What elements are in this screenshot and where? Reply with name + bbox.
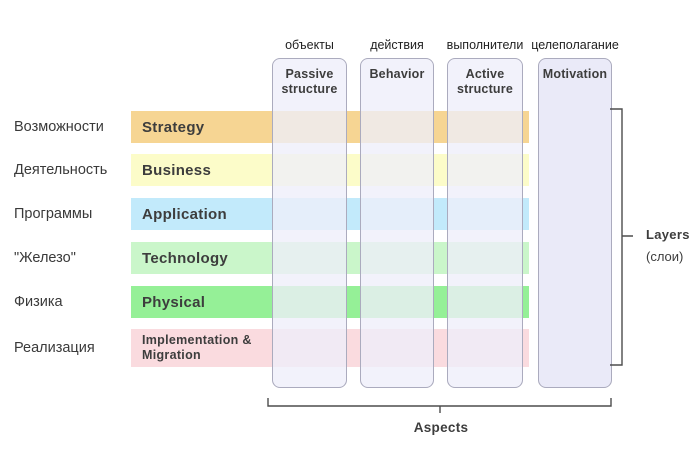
column-annotation-motivation: целеполагание (531, 38, 619, 52)
layer-label-strategy: Strategy (142, 118, 205, 136)
layer-annotation-application: Программы (14, 206, 93, 222)
aspect-column-passive-structure: Passive structure (272, 58, 347, 388)
column-annotation-behavior: действия (370, 38, 424, 52)
layers-bracket-label: Layers (слои) (646, 224, 690, 268)
aspect-title-motivation: Motivation (542, 67, 608, 81)
layer-label-technology: Technology (142, 249, 229, 267)
aspect-title-active-structure: Active structure (457, 67, 513, 96)
layer-label-physical: Physical (142, 293, 206, 311)
layer-label-business: Business (142, 161, 212, 179)
aspect-title-behavior: Behavior (369, 67, 425, 81)
layer-annotation-business: Деятельность (14, 162, 108, 178)
aspect-title-passive-structure: Passive structure (281, 67, 338, 96)
layer-annotation-technology: "Железо" (14, 250, 76, 266)
layers-bracket (610, 108, 633, 366)
layer-annotation-physical: Физика (14, 294, 63, 310)
layer-annotation-strategy: Возможности (14, 119, 104, 135)
aspects-bracket (267, 398, 612, 413)
aspect-column-behavior: Behavior (360, 58, 434, 388)
column-annotation-active: выполнители (446, 38, 524, 52)
layer-label-implementation-migration: Implementation & Migration (142, 333, 252, 362)
layer-label-application: Application (142, 205, 227, 223)
column-annotation-passive: объекты (285, 38, 334, 52)
layer-annotation-implementation: Реализация (14, 340, 95, 356)
aspects-bracket-label: Aspects (413, 420, 469, 435)
aspect-column-motivation: Motivation (538, 58, 612, 388)
layers-label-subtext: (слои) (646, 249, 684, 264)
layers-label-text: Layers (646, 227, 690, 242)
aspect-column-active-structure: Active structure (447, 58, 523, 388)
